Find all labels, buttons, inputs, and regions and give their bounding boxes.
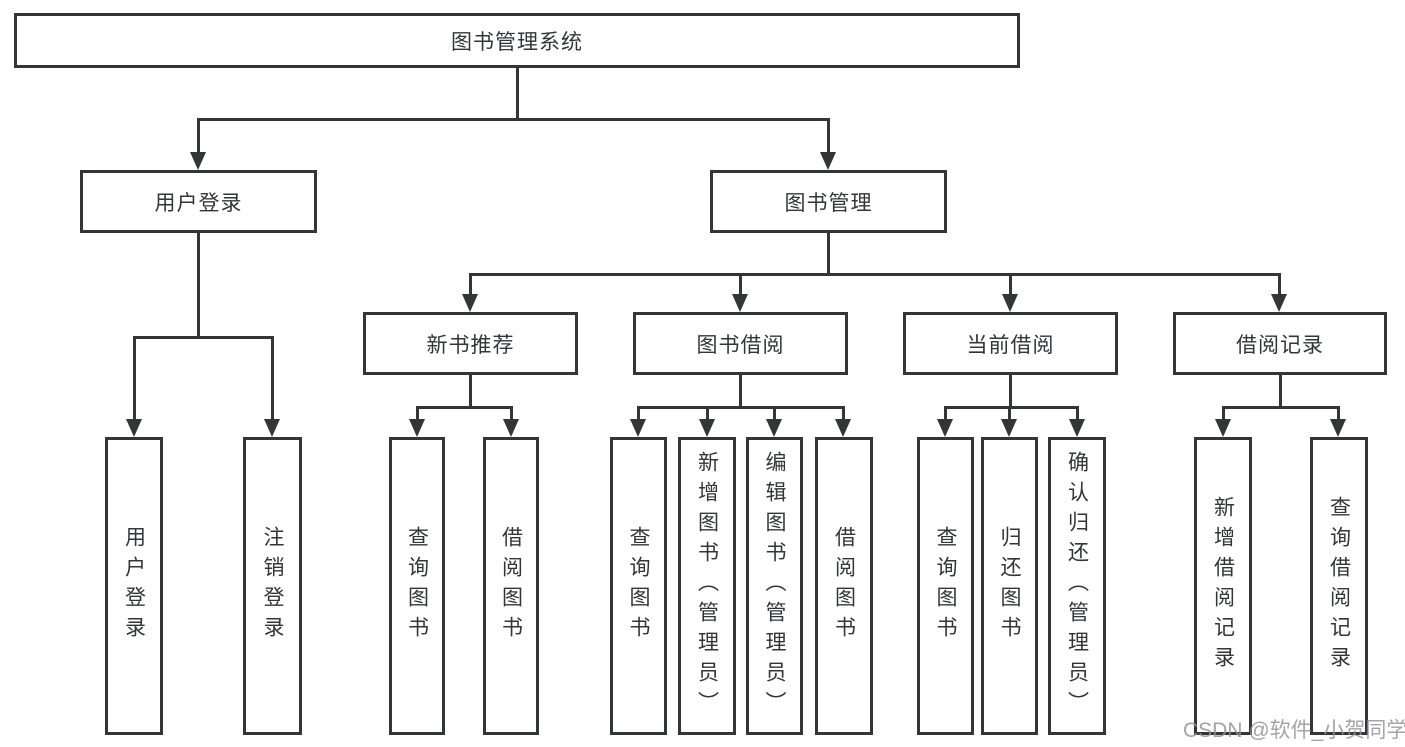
arrowhead-leaf-user-logout	[264, 419, 280, 437]
connector-drop-new-books	[469, 273, 472, 298]
leaf-borrow-edit-books-admin-label: 编辑图书（管理员）	[763, 451, 786, 721]
node-new-book-recommend-label: 新书推荐	[426, 333, 515, 357]
arrowhead-leaf	[409, 419, 425, 437]
connector-mgmt-stub	[827, 233, 830, 273]
node-book-management: 图书管理	[710, 170, 947, 233]
connector-borrow-records-stub	[1279, 375, 1282, 406]
leaf-user-login: 用户登录	[105, 437, 163, 735]
leaf-newbooks-query-books-label: 查询图书	[405, 526, 429, 646]
connector-new-books-stub	[469, 375, 472, 406]
connector-book-borrow-horizontal	[637, 406, 845, 409]
connector-drop-leaf	[510, 406, 513, 423]
arrowhead-borrow-records	[1271, 294, 1287, 312]
connector-root-horizontal	[197, 118, 830, 121]
arrowhead-book-mgmt	[820, 152, 836, 170]
connector-drop-leaf	[1008, 406, 1011, 423]
connector-new-books-horizontal	[416, 406, 513, 409]
arrowhead-leaf	[630, 419, 646, 437]
arrowhead-leaf	[1330, 419, 1346, 437]
connector-login-horizontal	[133, 336, 274, 339]
csdn-watermark: CSDN @软件_小贺同学	[1183, 719, 1405, 742]
leaf-borrow-borrow-books: 借阅图书	[815, 437, 873, 735]
node-new-book-recommend: 新书推荐	[363, 312, 578, 375]
arrowhead-leaf	[503, 419, 519, 437]
node-current-borrow: 当前借阅	[903, 312, 1118, 375]
connector-drop-leaf	[842, 406, 845, 423]
leaf-user-login-label: 用户登录	[122, 526, 146, 646]
leaf-records-add-record: 新增借阅记录	[1194, 437, 1252, 735]
leaf-records-query-record: 查询借阅记录	[1310, 437, 1368, 735]
arrowhead-leaf	[1215, 419, 1231, 437]
connector-current-borrow-horizontal	[944, 406, 1079, 409]
arrowhead-book-borrow	[732, 294, 748, 312]
arrowhead-leaf	[1001, 419, 1017, 437]
connector-drop-leaf	[1076, 406, 1079, 423]
node-root-system: 图书管理系统	[14, 13, 1020, 68]
leaf-newbooks-borrow-books-label: 借阅图书	[499, 526, 523, 646]
connector-drop-leaf	[944, 406, 947, 423]
connector-login-stub	[197, 233, 200, 336]
arrowhead-new-books	[462, 294, 478, 312]
connector-current-borrow-stub	[1009, 375, 1012, 406]
connector-book-borrow-stub	[739, 375, 742, 406]
leaf-current-confirm-return-admin: 确认归还（管理员）	[1048, 437, 1106, 735]
arrowhead-leaf	[835, 419, 851, 437]
connector-drop-leaf	[773, 406, 776, 423]
arrowhead-current-borrow	[1002, 294, 1018, 312]
connector-mgmt-horizontal	[469, 273, 1281, 276]
node-book-management-label: 图书管理	[784, 191, 873, 215]
connector-drop-leaf-user-logout	[271, 336, 274, 423]
connector-drop-book-mgmt	[827, 118, 830, 156]
connector-drop-leaf	[637, 406, 640, 423]
leaf-newbooks-borrow-books: 借阅图书	[483, 437, 539, 735]
leaf-borrow-query-books: 查询图书	[610, 437, 667, 735]
arrowhead-leaf	[1069, 419, 1085, 437]
node-current-borrow-label: 当前借阅	[966, 333, 1055, 357]
connector-drop-leaf	[416, 406, 419, 423]
arrowhead-leaf	[699, 419, 715, 437]
leaf-user-logout-label: 注销登录	[261, 526, 284, 646]
leaf-borrow-add-books-admin: 新增图书（管理员）	[678, 437, 736, 735]
node-book-borrow-label: 图书借阅	[696, 333, 785, 357]
connector-drop-borrow-records	[1278, 273, 1281, 298]
leaf-records-query-record-label: 查询借阅记录	[1327, 496, 1351, 676]
node-user-login: 用户登录	[80, 170, 317, 233]
connector-drop-current-borrow	[1009, 273, 1012, 298]
leaf-newbooks-query-books: 查询图书	[389, 437, 445, 735]
leaf-borrow-query-books-label: 查询图书	[627, 526, 650, 646]
arrowhead-leaf	[937, 419, 953, 437]
leaf-current-query-books: 查询图书	[917, 437, 974, 735]
connector-drop-book-borrow	[739, 273, 742, 298]
leaf-current-return-books: 归还图书	[981, 437, 1038, 735]
leaf-records-add-record-label: 新增借阅记录	[1211, 496, 1235, 676]
connector-root-stub	[516, 68, 519, 118]
leaf-borrow-add-books-admin-label: 新增图书（管理员）	[695, 451, 719, 721]
leaf-borrow-borrow-books-label: 借阅图书	[832, 526, 856, 646]
arrowhead-user-login	[190, 152, 206, 170]
node-borrow-records-label: 借阅记录	[1236, 333, 1324, 357]
node-root-label: 图书管理系统	[451, 30, 583, 54]
node-book-borrow: 图书借阅	[633, 312, 848, 375]
leaf-current-return-books-label: 归还图书	[998, 526, 1021, 646]
connector-drop-user-login	[197, 118, 200, 156]
arrowhead-leaf	[766, 419, 782, 437]
node-borrow-records: 借阅记录	[1173, 312, 1387, 375]
node-user-login-label: 用户登录	[154, 191, 243, 215]
connector-drop-leaf	[1222, 406, 1225, 423]
leaf-user-logout: 注销登录	[243, 437, 302, 735]
connector-borrow-records-horizontal	[1222, 406, 1340, 409]
leaf-borrow-edit-books-admin: 编辑图书（管理员）	[746, 437, 803, 735]
leaf-current-confirm-return-admin-label: 确认归还（管理员）	[1065, 451, 1089, 721]
connector-drop-leaf	[1337, 406, 1340, 423]
connector-drop-leaf-user-login	[133, 336, 136, 423]
arrowhead-leaf-user-login	[126, 419, 142, 437]
connector-drop-leaf	[706, 406, 709, 423]
leaf-current-query-books-label: 查询图书	[934, 526, 957, 646]
